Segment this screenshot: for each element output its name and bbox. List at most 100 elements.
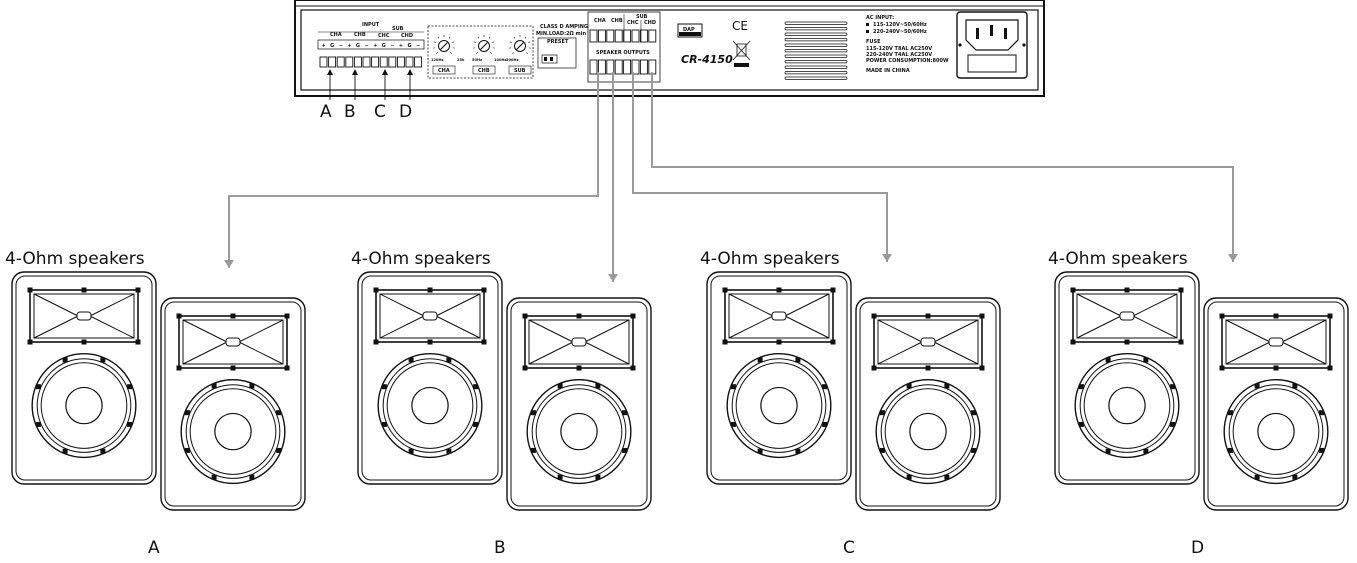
horn-throat	[771, 311, 787, 321]
horn-tweeter-icon	[373, 287, 487, 345]
woofer-rim	[31, 353, 137, 459]
horn-bolt	[176, 313, 182, 319]
horn-bolt	[1124, 287, 1130, 293]
woofer-dustcap	[560, 412, 598, 451]
output-terminal-icon	[648, 29, 657, 43]
input-terminals	[319, 56, 423, 68]
knob-tick	[448, 36, 451, 39]
woofer-bolt	[1170, 421, 1176, 427]
woofer-bolt	[557, 383, 563, 389]
horn-line	[1281, 341, 1327, 365]
woofer-bolt	[127, 384, 133, 390]
iec-pin-icon	[990, 25, 993, 36]
horn-line	[877, 319, 923, 343]
ac-input-title: AC INPUT:	[866, 15, 894, 21]
horn-bolt	[630, 313, 636, 319]
output-terminal-icon	[614, 29, 623, 43]
knob-tick	[492, 41, 495, 43]
woofer-bolt	[757, 357, 763, 363]
woofer-bolt	[1227, 447, 1233, 453]
woofer-bolt	[446, 448, 452, 454]
output-terminal-icon	[614, 59, 623, 75]
horn-throat	[76, 311, 92, 321]
preset-section: CLASS D AMPING MIN.LOAD:2Ω min PRESET	[536, 24, 588, 69]
knob-scale-label: 200Hz	[506, 58, 519, 62]
input-terminal-icon	[328, 56, 337, 68]
woofer-bolt	[971, 447, 977, 453]
woofer-bolt	[100, 448, 106, 454]
woofer-bolt	[127, 421, 133, 427]
horn-bolt	[1327, 365, 1333, 371]
knob-tick	[476, 52, 478, 54]
output-terminal-icon	[639, 59, 648, 75]
voltage-checkbox-icon	[866, 30, 869, 33]
speaker-cabinet	[506, 297, 652, 511]
fuse-drawer-icon	[967, 54, 1017, 73]
horn-line	[784, 293, 830, 317]
woofer-dustcap	[411, 386, 449, 425]
cabinet-outer	[1054, 271, 1200, 485]
horn-tweeter-icon	[1070, 287, 1184, 345]
input-terminal-icon	[319, 56, 328, 68]
woofer-dustcap	[1108, 386, 1146, 425]
woofer-bolt	[1170, 384, 1176, 390]
horn-bolt	[1327, 313, 1333, 319]
output-terminal-icon	[631, 29, 640, 43]
knob-pointer	[480, 42, 488, 50]
horn-bolt	[1273, 313, 1279, 319]
horn-throat	[571, 337, 587, 347]
woofer-bolt	[62, 357, 68, 363]
woofer-bolt	[381, 384, 387, 390]
output-chc-label: CHC	[627, 20, 639, 26]
cabinet-inner	[859, 301, 997, 507]
woofer-bolt	[1227, 410, 1233, 416]
knob-scale-label: 100Hz	[494, 58, 507, 62]
horn-bolt	[830, 339, 836, 345]
output-terminal-icon	[639, 29, 648, 43]
woofer-bolt	[944, 474, 950, 480]
woofer-bolt	[1143, 357, 1149, 363]
ac-info-block: AC INPUT: 115-120V~50/60Hz 220-240V~50/6…	[866, 15, 949, 74]
woofer-bolt	[622, 447, 628, 453]
horn-line	[379, 293, 425, 317]
woofer-icon	[180, 379, 286, 485]
speaker-cabinet	[160, 297, 306, 511]
horn-tweeter-icon	[176, 313, 290, 371]
knob-pointer	[516, 42, 524, 50]
weee-bin-icon	[732, 40, 751, 67]
knob-tick	[509, 41, 512, 43]
compliance-marks: CE	[732, 19, 751, 67]
horn-inner	[1076, 293, 1178, 339]
polarity-mark: G	[330, 43, 334, 49]
crossover-frame	[427, 25, 534, 79]
horn-bolt	[776, 339, 782, 345]
input-terminal-icon	[371, 56, 380, 68]
cable-arrowhead	[224, 260, 234, 268]
horn-bolt	[1124, 339, 1130, 345]
ac-input-line1: 115-120V~50/60Hz	[873, 22, 927, 28]
woofer-icon	[526, 379, 632, 485]
input-terminal-icon	[396, 56, 405, 68]
polarity-mark: G	[356, 43, 360, 49]
vent-slot	[784, 54, 848, 58]
min-load-label: MIN.LOAD:2Ω min	[536, 31, 586, 37]
ce-mark: CE	[732, 19, 748, 33]
cabinet-outer	[706, 271, 852, 485]
amplifier-rear-panel: INPUT CHA CHB SUB CHC CHD +G−+G−+G−+G− C…	[294, 0, 1045, 100]
horn-line	[877, 341, 923, 365]
woofer-cone	[884, 388, 972, 475]
output-terminal-icon	[648, 59, 657, 75]
speaker-output-frame	[587, 11, 661, 83]
horn-bolt	[776, 287, 782, 293]
horn-line	[435, 315, 481, 339]
input-chd-label: CHD	[401, 33, 413, 39]
model-label: CR-4150	[681, 53, 733, 66]
horn-bolt	[230, 365, 236, 371]
input-terminal-icon	[362, 56, 371, 68]
horn-bolt	[830, 287, 836, 293]
woofer-rim	[875, 379, 981, 485]
speaker-group-caption: 4-Ohm speakers	[351, 249, 491, 269]
woofer-cone	[386, 362, 474, 449]
